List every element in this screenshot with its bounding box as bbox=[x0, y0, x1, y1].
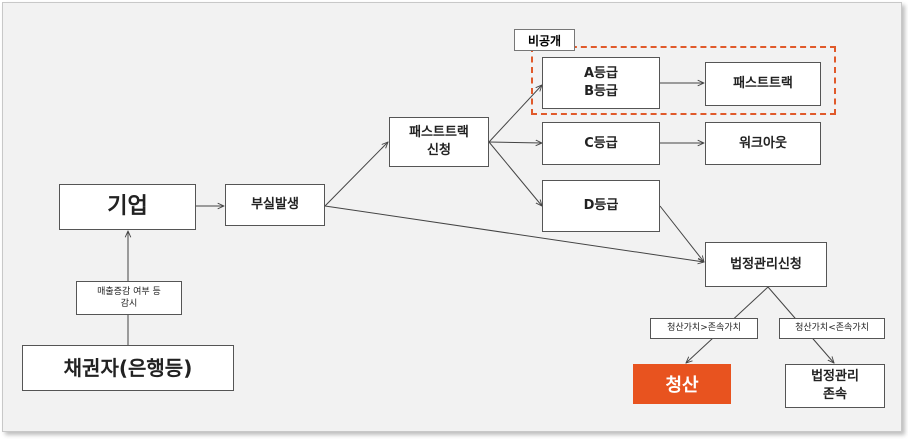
node-default: 부실발생 bbox=[225, 184, 325, 226]
label-survival-condition: 청산가치<존속가치 bbox=[779, 318, 885, 339]
node-fasttrack-apply: 패스트트랙 신청 bbox=[389, 117, 489, 167]
node-grade-d: D등급 bbox=[542, 180, 660, 232]
node-grade-c: C등급 bbox=[542, 122, 660, 165]
node-workout: 워크아웃 bbox=[705, 122, 821, 165]
node-court: 법정관리신청 bbox=[705, 242, 827, 287]
label-liquidation-condition: 청산가치>존속가치 bbox=[650, 318, 758, 339]
node-court-survival: 법정관리 존속 bbox=[785, 364, 885, 408]
node-monitor: 매출증감 여부 등 감시 bbox=[76, 281, 182, 315]
node-company: 기업 bbox=[59, 184, 196, 230]
node-liquidation: 청산 bbox=[633, 364, 731, 404]
nonpublic-region bbox=[531, 46, 836, 115]
node-creditor: 채권자(은행등) bbox=[22, 345, 234, 391]
node-fasttrack: 패스트트랙 bbox=[705, 62, 821, 106]
arrow-apply-c bbox=[488, 142, 542, 143]
nonpublic-label: 비공개 bbox=[514, 29, 575, 51]
arrow-apply-ab bbox=[488, 85, 542, 143]
arrow-apply-d bbox=[488, 141, 542, 206]
arrow-default-fasttrack-apply bbox=[324, 142, 388, 207]
arrow-d-court bbox=[659, 205, 704, 262]
arrow-default-court bbox=[324, 205, 704, 262]
node-grade-ab: A등급 B등급 bbox=[542, 57, 660, 109]
